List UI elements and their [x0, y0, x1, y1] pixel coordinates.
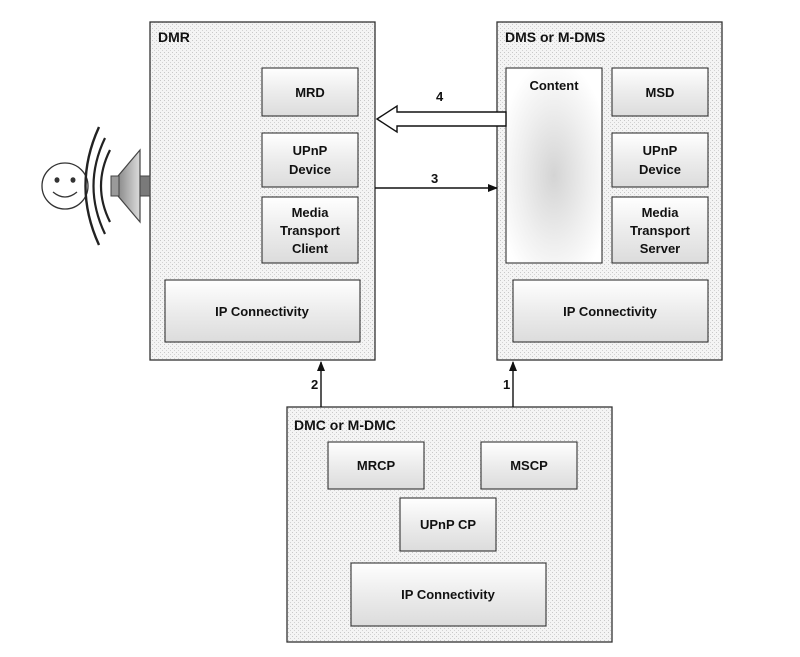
dmr-upnp-device-box: UPnP Device — [261, 132, 359, 188]
dmc-title: DMC or M-DMC — [294, 417, 396, 433]
mrd-label: MRD — [295, 85, 325, 100]
arrow-1: 1 — [503, 361, 517, 407]
speaker-icon — [84, 126, 151, 246]
dms-ip-connectivity-box: IP Connectivity — [512, 279, 709, 343]
arrow-4-label: 4 — [436, 89, 444, 104]
media-transport-server-line1: Media — [642, 205, 680, 220]
smiley-face-icon — [41, 162, 89, 210]
arrow-4: 4 — [375, 89, 507, 134]
dms-msd-box: MSD — [611, 67, 709, 117]
dmc-mscp-box: MSCP — [480, 441, 578, 490]
arrow-2-label: 2 — [311, 377, 318, 392]
media-transport-client-line3: Client — [292, 241, 329, 256]
dmc-ip-connectivity-box: IP Connectivity — [350, 562, 547, 627]
dms-media-transport-server-box: Media Transport Server — [611, 196, 709, 264]
dms-upnp-device-line1: UPnP — [643, 143, 678, 158]
dmr-mrd-box: MRD — [261, 67, 359, 117]
mscp-label: MSCP — [510, 458, 548, 473]
upnp-device-label-line2: Device — [289, 162, 331, 177]
dmr-ip-connectivity-label: IP Connectivity — [215, 304, 309, 319]
dmc-mrcp-box: MRCP — [327, 441, 425, 490]
dmr-media-transport-client-box: Media Transport Client — [261, 196, 359, 264]
dms-upnp-device-box: UPnP Device — [611, 132, 709, 188]
dms-ip-connectivity-label: IP Connectivity — [563, 304, 657, 319]
arrow-3: 3 — [375, 171, 498, 192]
dms-content-box: Content — [505, 67, 603, 264]
content-label: Content — [529, 78, 579, 93]
media-transport-client-line2: Transport — [280, 223, 341, 238]
arrow-1-label: 1 — [503, 377, 510, 392]
dmc-group: DMC or M-DMC MRCP MSCP UPnP CP IP Connec… — [286, 406, 613, 643]
dmr-group: DMR MRD UPnP Device Media Transport Clie… — [149, 21, 376, 361]
dmr-title: DMR — [158, 29, 190, 45]
media-transport-client-line1: Media — [292, 205, 330, 220]
mrcp-label: MRCP — [357, 458, 396, 473]
upnp-cp-label: UPnP CP — [420, 517, 476, 532]
media-transport-server-line2: Transport — [630, 223, 691, 238]
dms-upnp-device-line2: Device — [639, 162, 681, 177]
msd-label: MSD — [646, 85, 675, 100]
dms-title: DMS or M-DMS — [505, 29, 605, 45]
arrow-3-label: 3 — [431, 171, 438, 186]
dmc-upnp-cp-box: UPnP CP — [399, 497, 497, 552]
dmc-ip-connectivity-label: IP Connectivity — [401, 587, 495, 602]
arrow-2: 2 — [311, 361, 325, 407]
upnp-device-label-line1: UPnP — [293, 143, 328, 158]
dms-group: DMS or M-DMS Content MSD UPnP Device Med… — [496, 21, 723, 361]
media-transport-server-line3: Server — [640, 241, 680, 256]
dmr-ip-connectivity-box: IP Connectivity — [164, 279, 361, 343]
